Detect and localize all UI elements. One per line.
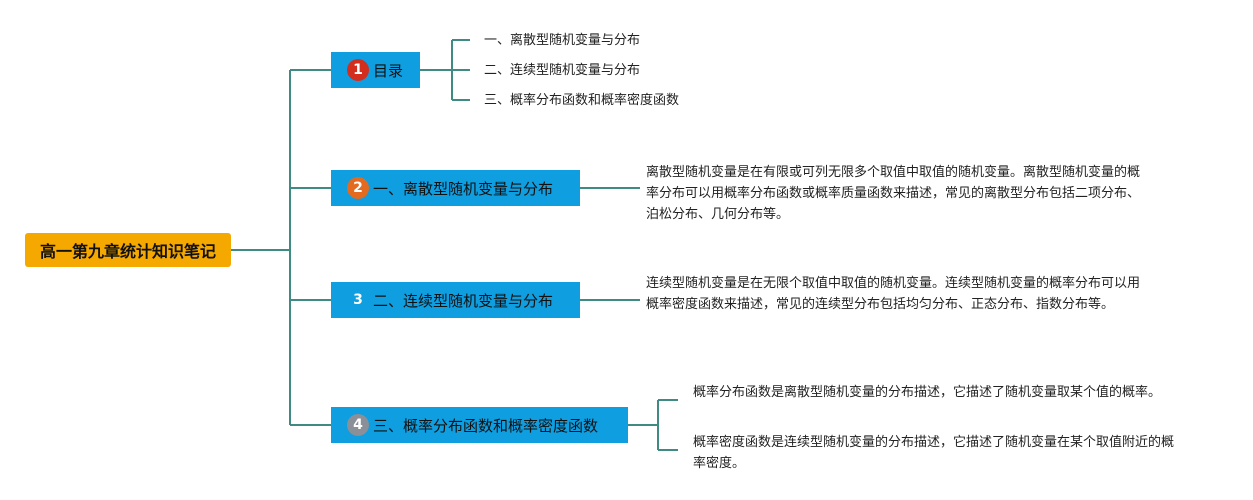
topic-distribution-functions-label: 三、概率分布函数和概率密度函数 xyxy=(373,416,599,435)
toc-item-3[interactable]: 三、概率分布函数和概率密度函数 xyxy=(484,93,680,108)
toc-item-1[interactable]: 一、离散型随机变量与分布 xyxy=(484,33,641,48)
badge-3-icon: 3 xyxy=(347,289,369,311)
badge-4-icon: 4 xyxy=(347,414,369,436)
badge-2-icon: 2 xyxy=(347,177,369,199)
topic-discrete-label: 一、离散型随机变量与分布 xyxy=(373,179,554,198)
topic-distribution-functions[interactable]: 4 三、概率分布函数和概率密度函数 xyxy=(331,407,628,443)
topic-continuous[interactable]: 3 二、连续型随机变量与分布 xyxy=(331,282,580,318)
badge-1-icon: 1 xyxy=(347,59,369,81)
note-pdf[interactable]: 概率密度函数是连续型随机变量的分布描述，它描述了随机变量在某个取值附近的概率密度… xyxy=(693,435,1175,471)
topic-continuous-label: 二、连续型随机变量与分布 xyxy=(373,291,554,310)
topic-discrete[interactable]: 2 一、离散型随机变量与分布 xyxy=(331,170,580,206)
topic-toc-label: 目录 xyxy=(373,61,404,80)
note-cdf[interactable]: 概率分布函数是离散型随机变量的分布描述，它描述了随机变量取某个值的概率。 xyxy=(693,385,1162,400)
note-continuous[interactable]: 连续型随机变量是在无限个取值中取值的随机变量。连续型随机变量的概率分布可以用概率… xyxy=(646,276,1141,312)
toc-item-2[interactable]: 二、连续型随机变量与分布 xyxy=(484,63,641,78)
topic-toc[interactable]: 1 目录 xyxy=(331,52,420,88)
root-title: 高一第九章统计知识笔记 xyxy=(39,242,216,261)
root-node[interactable]: 高一第九章统计知识笔记 xyxy=(25,233,231,267)
note-discrete[interactable]: 离散型随机变量是在有限或可列无限多个取值中取值的随机变量。离散型随机变量的概率分… xyxy=(646,165,1141,222)
